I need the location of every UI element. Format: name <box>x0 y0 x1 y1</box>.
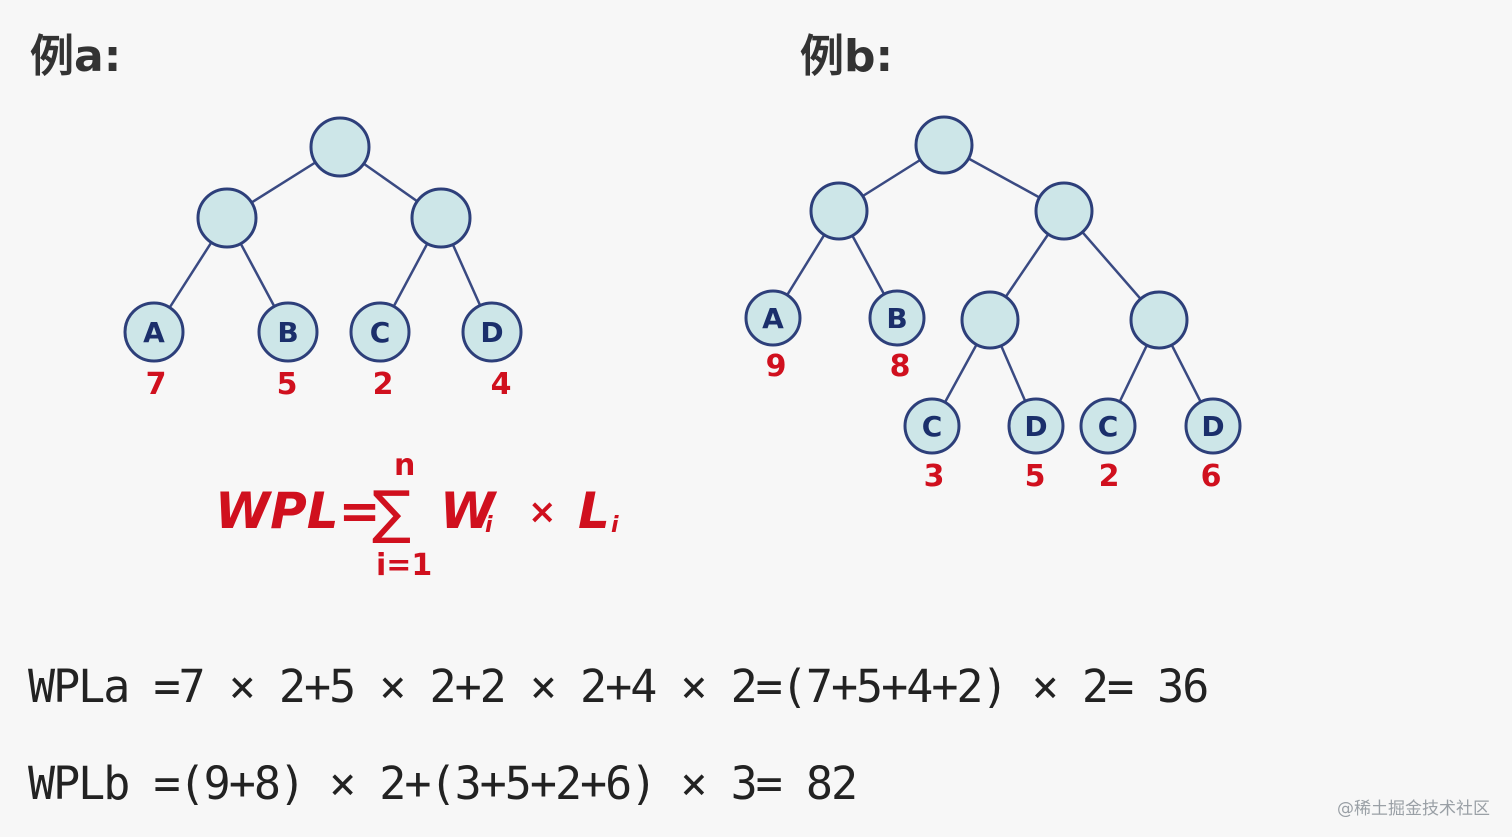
tree-b-leaf-node <box>903 397 961 455</box>
tree-a-leaf-label: A <box>143 316 165 349</box>
tree-b-leaf-node <box>868 289 926 347</box>
tree-b-leaf-weight: 3 <box>924 459 945 494</box>
wplb-calculation: WPLb =(9+8) × 2+(3+5+2+6) × 3= 82 <box>28 757 858 810</box>
tree-b-leaf-weight: 5 <box>1025 459 1046 494</box>
wpl-weight-symbol: W <box>440 482 496 540</box>
watermark-text: @稀土掘金技术社区 <box>1337 799 1490 819</box>
tree-b-leaf-label: C <box>1098 410 1119 443</box>
tree-b-internal-node <box>1129 290 1189 350</box>
tree-b-leaf-node <box>1184 397 1242 455</box>
wpl-sum-upper-limit: n <box>394 448 416 483</box>
tree-b-leaf-weight: 8 <box>890 349 911 384</box>
wpl-formula-lhs: WPL= <box>215 482 381 540</box>
tree-a-leaf-node <box>461 301 523 363</box>
wpl-times-symbol: × <box>528 492 557 532</box>
tree-b-leaf-node <box>1079 397 1137 455</box>
tree-b-internal-node <box>1034 181 1094 241</box>
tree-b-leaf-label: C <box>922 410 943 443</box>
tree-a-leaf-label: D <box>480 316 503 349</box>
tree-b-root-node <box>914 115 974 175</box>
tree-a-nodes: A 7 B 5 C 2 D 4 <box>123 116 523 402</box>
wpl-weight-subscript: i <box>485 513 493 538</box>
wpl-length-symbol: L <box>578 482 610 540</box>
tree-a-leaf-node <box>257 301 319 363</box>
tree-a-leaf-weight: 4 <box>491 367 512 402</box>
tree-a-leaf-weight: 5 <box>277 367 298 402</box>
tree-a-leaf-weight: 7 <box>146 367 167 402</box>
tree-b-leaf-weight: 6 <box>1201 459 1222 494</box>
tree-b-internal-node <box>809 181 869 241</box>
wpl-sum-lower-limit: i=1 <box>376 548 433 583</box>
tree-b-leaf-weight: 2 <box>1099 459 1120 494</box>
example-b-title: 例b: <box>800 31 894 82</box>
tree-b-leaf-label: B <box>886 302 907 335</box>
tree-b-nodes: A 9 B 8 C 3 D 5 C 2 D 6 <box>744 115 1242 494</box>
tree-a-internal-node <box>196 187 258 249</box>
example-a-title: 例a: <box>30 31 122 82</box>
tree-b-leaf-label: D <box>1201 410 1224 443</box>
tree-b-leaf-label: A <box>762 302 784 335</box>
tree-a-leaf-label: B <box>277 316 298 349</box>
tree-b-leaf-weight: 9 <box>766 349 787 384</box>
tree-b-leaf-node <box>744 289 802 347</box>
tree-a-leaf-label: C <box>370 316 391 349</box>
tree-a-leaf-weight: 2 <box>373 367 394 402</box>
wpla-calculation: WPLa =7 × 2+5 × 2+2 × 2+4 × 2=(7+5+4+2) … <box>28 660 1209 713</box>
wpl-length-subscript: i <box>611 513 619 538</box>
tree-a-leaf-node <box>123 301 185 363</box>
tree-b-leaf-label: D <box>1024 410 1047 443</box>
wpl-sum-sigma: ∑ <box>372 478 412 546</box>
tree-b-leaf-node <box>1007 397 1065 455</box>
tree-b-internal-node <box>960 290 1020 350</box>
tree-a-internal-node <box>410 187 472 249</box>
tree-a-root-node <box>309 116 371 178</box>
tree-a-leaf-node <box>349 301 411 363</box>
